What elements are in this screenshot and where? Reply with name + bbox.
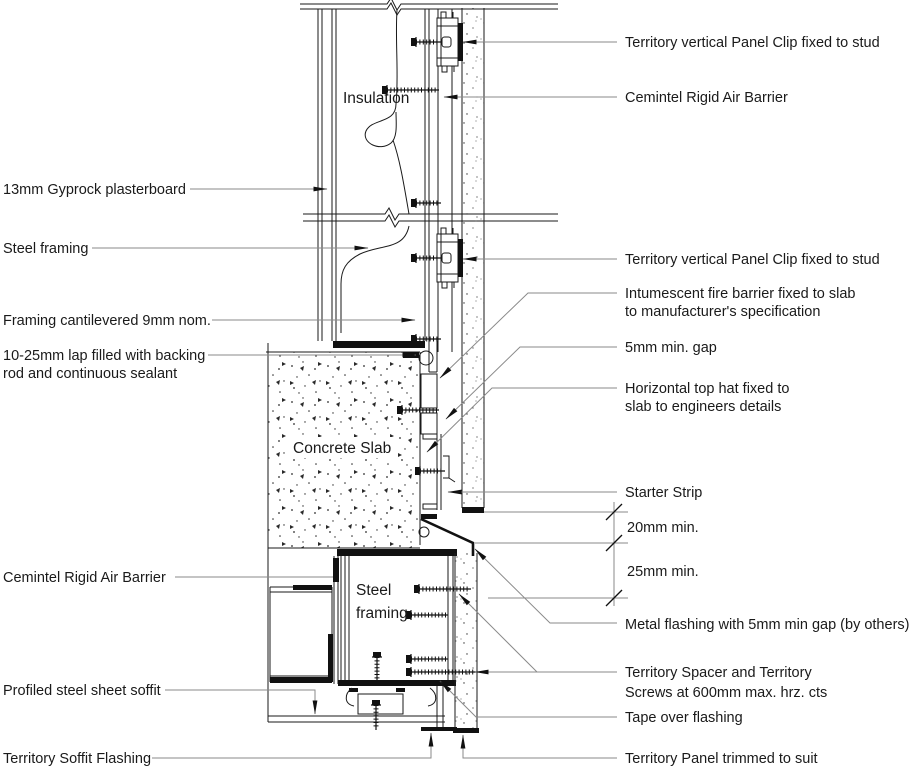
label-steel-framing-lower-2: framing	[356, 605, 408, 622]
label-dim-25mm: 25mm min.	[627, 564, 699, 580]
label-tape: Tape over flashing	[625, 710, 743, 726]
gyprock-plasterboard	[317, 9, 337, 341]
label-panel-clip-2: Territory vertical Panel Clip fixed to s…	[625, 252, 880, 268]
steel-framing-lower	[337, 549, 457, 686]
soffit-furring-channel	[345, 687, 437, 715]
starter-strip	[443, 455, 456, 483]
label-starter-strip: Starter Strip	[625, 485, 702, 501]
label-air-barrier-right: Cemintel Rigid Air Barrier	[625, 90, 788, 106]
label-soffit-sheet: Profiled steel sheet soffit	[3, 683, 161, 699]
leader-top-hat	[426, 387, 617, 453]
leader-soffit-flashing	[152, 732, 434, 759]
insulation-squiggle	[340, 9, 410, 333]
slab-edge-support	[428, 341, 438, 373]
label-soffit-flashing: Territory Soffit Flashing	[3, 751, 151, 767]
concrete-slab	[266, 343, 421, 722]
label-intumescent-1: Intumescent fire barrier fixed to slab	[625, 286, 856, 302]
leader-tape	[439, 680, 617, 718]
label-spacer-2: Screws at 600mm max. hrz. cts	[625, 685, 827, 701]
top-break-line	[300, 0, 558, 16]
dimension-lines	[475, 502, 628, 607]
metal-flashing	[418, 514, 475, 556]
leader-intumescent	[439, 292, 617, 379]
leader-metal-flashing	[474, 548, 617, 624]
leader-lines	[92, 39, 617, 759]
structural-beam	[269, 585, 333, 683]
profiled-soffit-sheet	[268, 715, 445, 723]
label-steel-framing-lower-1: Steel	[356, 582, 391, 599]
rigid-air-barrier-lower	[333, 556, 339, 684]
leader-5mm-gap	[445, 346, 617, 420]
label-sealant-lap-2: rod and continuous sealant	[3, 366, 177, 382]
intumescent-fire-barrier	[420, 373, 438, 435]
label-spacer-1: Territory Spacer and Territory	[625, 665, 812, 681]
label-sealant-lap-1: 10-25mm lap filled with backing	[3, 348, 205, 364]
label-insulation: Insulation	[343, 90, 409, 107]
label-dim-20mm: 20mm min.	[627, 520, 699, 536]
concrete-label-backing	[289, 437, 393, 458]
label-metal-flashing: Metal flashing with 5mm min gap (by othe…	[625, 617, 909, 633]
label-steel-framing-upper: Steel framing	[3, 241, 88, 257]
panel-trimmed-edge	[453, 728, 479, 733]
lower-framing-bottom-track	[338, 680, 456, 686]
label-concrete-slab: Concrete Slab	[293, 440, 391, 457]
territory-soffit-flashing	[421, 686, 457, 731]
mid-break-line	[303, 207, 558, 228]
panel-bottom-edge	[462, 507, 484, 513]
label-5mm-gap: 5mm min. gap	[625, 340, 717, 356]
leader-panel-trimmed	[460, 734, 617, 759]
label-panel-clip-1: Territory vertical Panel Clip fixed to s…	[625, 35, 880, 51]
label-framing-cantilever: Framing cantilevered 9mm nom.	[3, 313, 211, 329]
steel-stud-upper	[424, 9, 430, 341]
label-top-hat-2: slab to engineers details	[625, 399, 781, 415]
lower-framing-top-track	[337, 549, 457, 556]
horizontal-top-hat	[422, 433, 442, 510]
label-gyprock: 13mm Gyprock plasterboard	[3, 182, 186, 198]
leader-spacer	[458, 593, 617, 673]
label-air-barrier-left: Cemintel Rigid Air Barrier	[3, 570, 166, 586]
annotations: 13mm Gyprock plasterboard Steel framing …	[3, 35, 909, 767]
label-panel-trimmed: Territory Panel trimmed to suit	[625, 751, 818, 767]
wall-section-linework	[266, 0, 558, 733]
upper-framing-track	[333, 341, 425, 348]
territory-panel-upper	[461, 8, 485, 513]
territory-panel-lower	[453, 553, 479, 733]
label-intumescent-2: to manufacturer's specification	[625, 304, 820, 320]
label-top-hat-1: Horizontal top hat fixed to	[625, 381, 789, 397]
leader-soffit-sheet	[165, 689, 318, 715]
